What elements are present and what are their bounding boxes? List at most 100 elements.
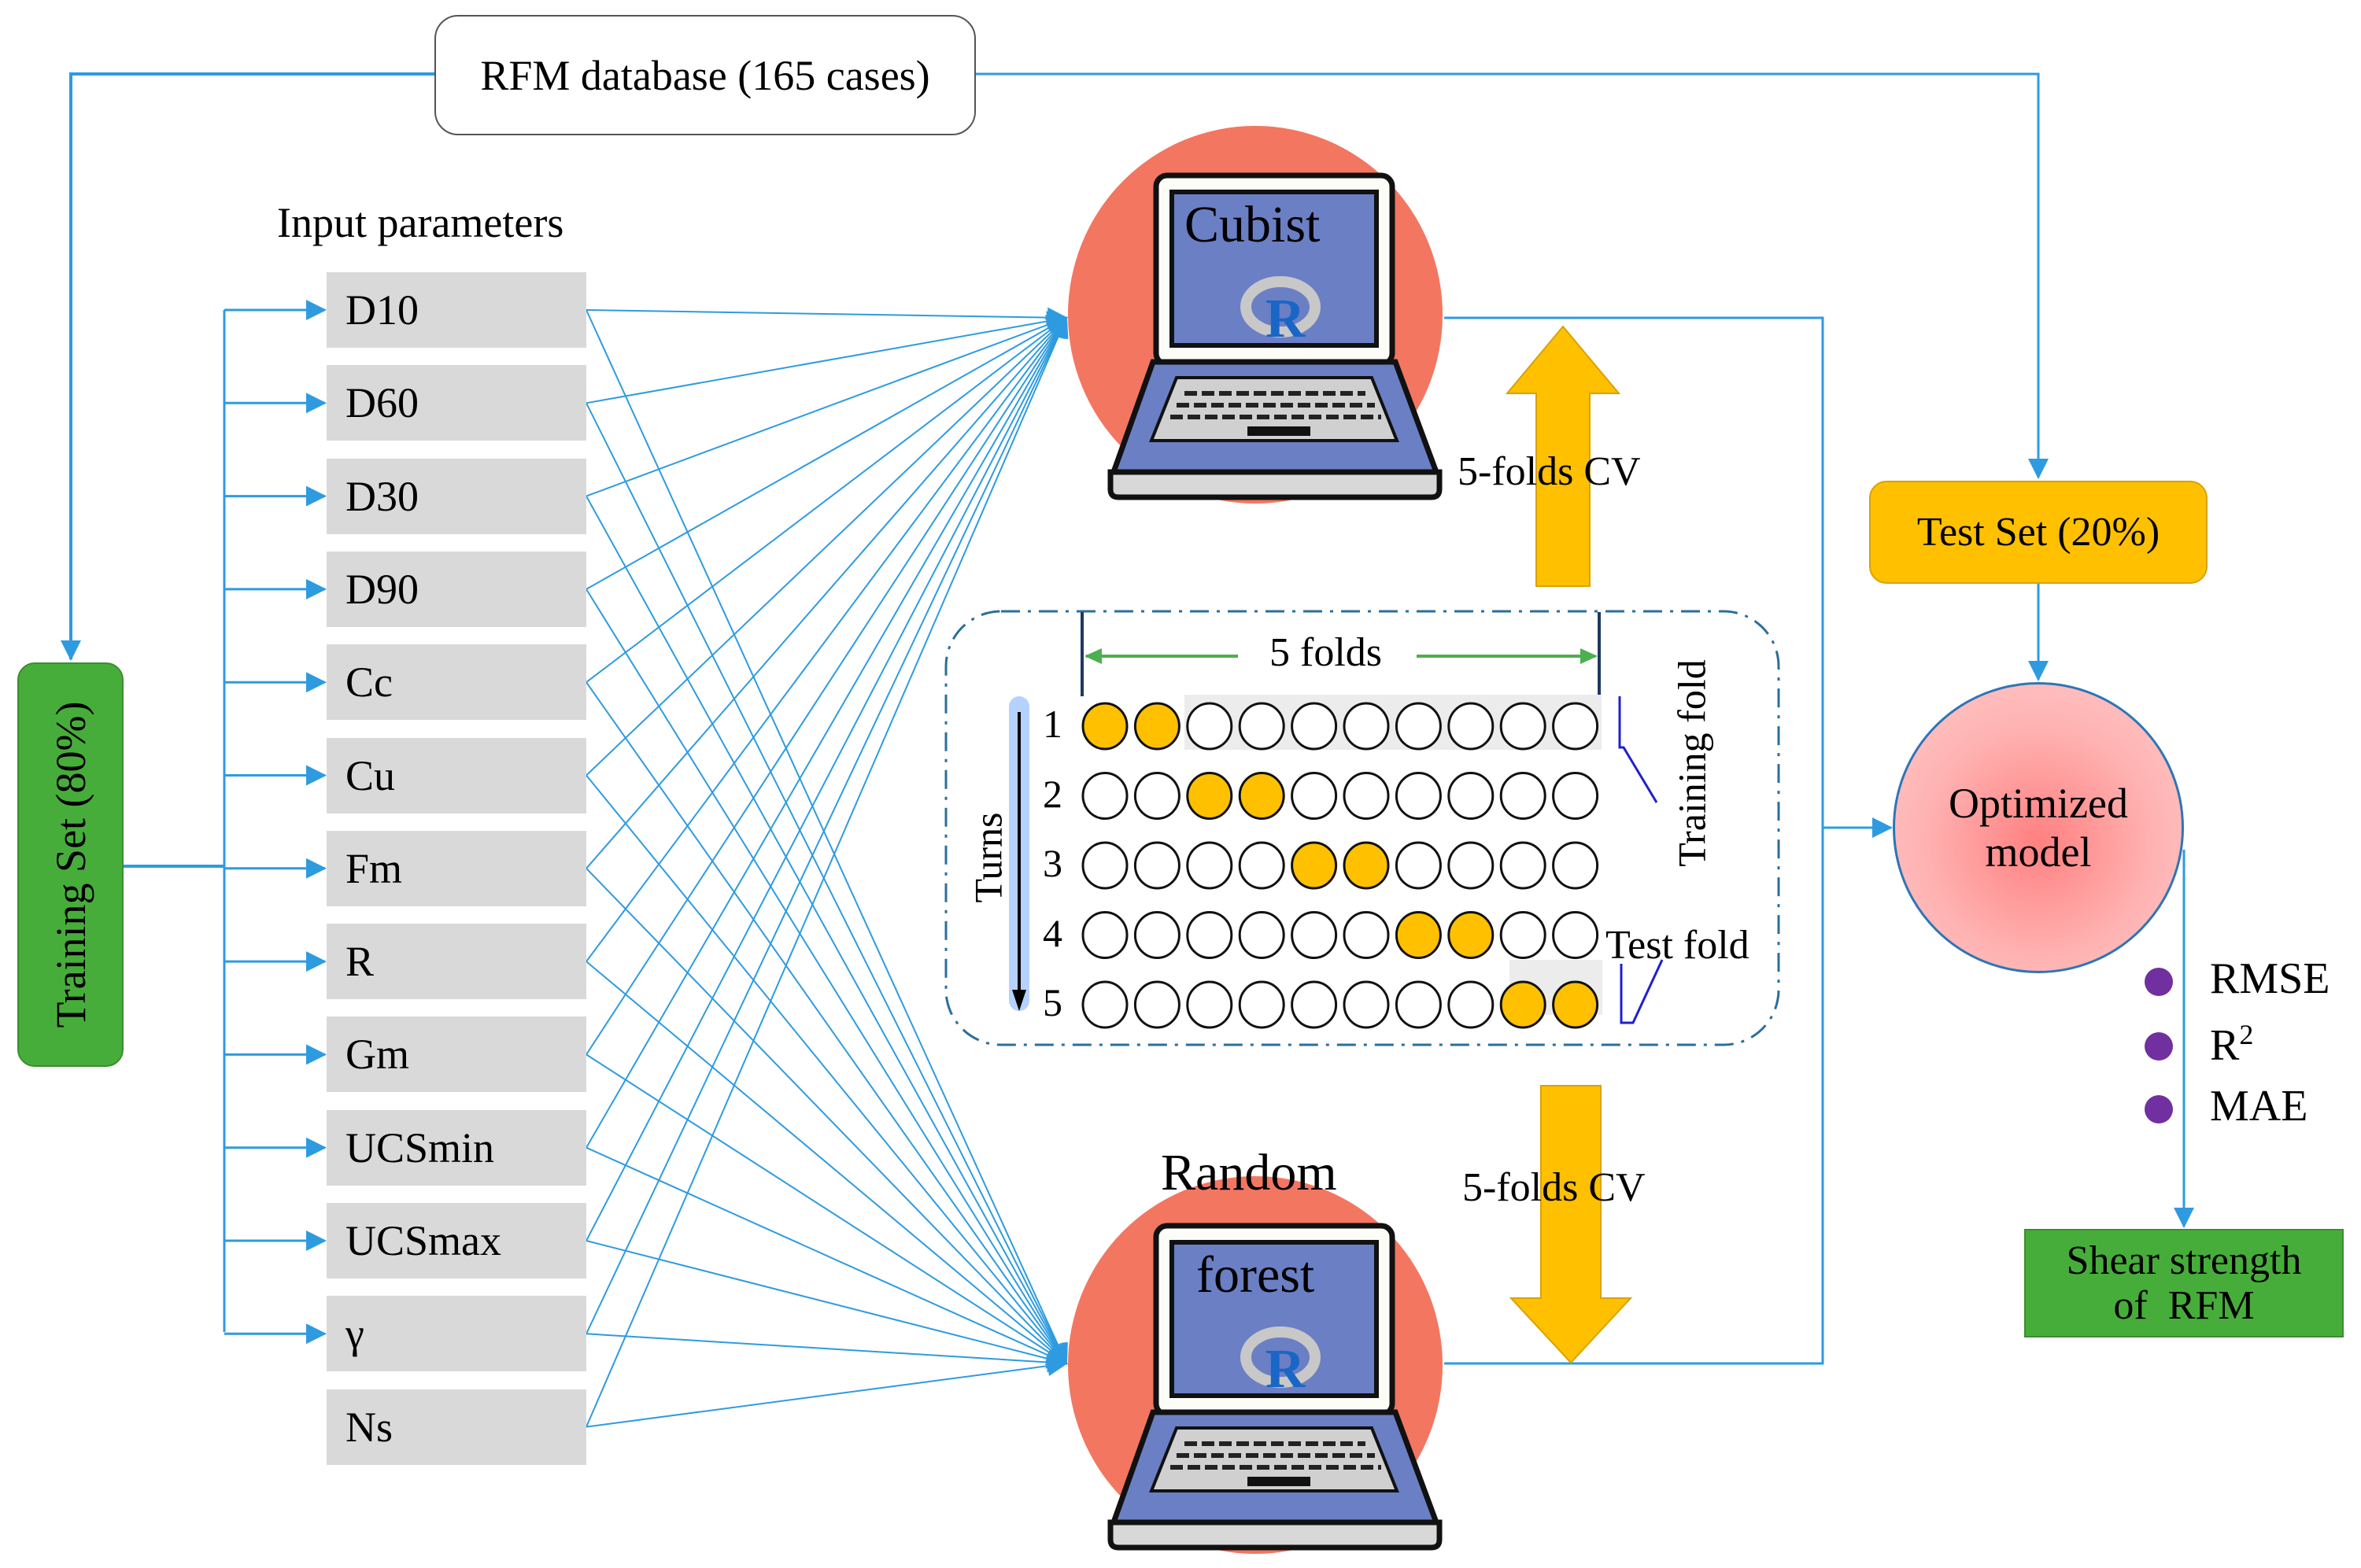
metric-bullet-icon <box>2145 1032 2173 1061</box>
input-parameter-5: Cu <box>327 737 586 814</box>
test-set-label: Test Set (20%) <box>1916 510 2160 555</box>
input-parameter-label: γ <box>345 1310 364 1358</box>
input-parameter-label: UCSmax <box>345 1217 502 1264</box>
param-to-cubist-line <box>586 316 1068 1055</box>
input-parameter-label: Cu <box>345 751 396 799</box>
cv-down-label: 5-folds CV <box>1462 1165 1646 1210</box>
test-fold-circle <box>1552 980 1599 1029</box>
param-to-rf-line <box>586 774 1068 1365</box>
param-to-rf-line <box>586 1356 1068 1428</box>
input-parameter-label: D60 <box>345 379 419 427</box>
training-fold-circle <box>1238 702 1285 751</box>
training-fold-circle <box>1552 702 1599 751</box>
training-fold-circle <box>1291 772 1338 820</box>
test-fold-circle <box>1238 772 1285 820</box>
training-fold-label-wrap: Training fold <box>1574 659 1810 866</box>
input-parameter-label: R <box>345 938 375 986</box>
training-fold-circle <box>1395 772 1442 820</box>
bracket-arrows <box>224 300 327 1345</box>
input-parameter-4: Cc <box>327 644 586 721</box>
training-fold-circle <box>1186 702 1233 751</box>
optimized-model-line1: Optimized <box>1949 779 2128 827</box>
param-to-cubist-line <box>586 316 1069 1427</box>
training-fold-circle <box>1499 911 1546 959</box>
training-fold-circle <box>1186 841 1233 890</box>
metric-label: R2 <box>2210 1019 2254 1070</box>
training-fold-circle <box>1133 841 1180 890</box>
training-fold-callout <box>1618 696 1658 803</box>
param-to-rf-line <box>586 868 1068 1365</box>
training-fold-circle <box>1552 841 1599 890</box>
training-fold-circle <box>1081 911 1129 959</box>
db-to-test-connector <box>976 72 2049 479</box>
training-fold-circle <box>1395 702 1442 751</box>
optimized-model-node: Optimized model <box>1893 682 2184 973</box>
param-to-cubist-line <box>586 316 1067 1241</box>
param-to-rf-line <box>586 588 1068 1365</box>
turn-number: 2 <box>1043 771 1062 816</box>
training-fold-label: Training fold <box>1669 659 1714 867</box>
training-fold-circle <box>1238 911 1285 959</box>
metric-bullet-icon <box>2145 1095 2173 1123</box>
param-to-cubist-line <box>586 316 1068 1334</box>
test-fold-circle <box>1133 702 1180 751</box>
folds-arrowhead-left <box>1084 648 1102 664</box>
training-fold-circle <box>1343 702 1390 751</box>
training-fold-circle <box>1552 772 1599 820</box>
test-fold-circle <box>1343 841 1390 890</box>
cubist-to-optimized-connector <box>1444 316 1824 1365</box>
metric-superscript: 2 <box>2239 1019 2254 1050</box>
turns-arrowhead <box>1012 990 1026 1011</box>
param-to-rf-line <box>586 496 1067 1365</box>
folds-arrowhead-right <box>1580 648 1598 664</box>
input-parameter-11: γ <box>327 1296 586 1372</box>
cv-down-arrow <box>1509 1085 1633 1364</box>
param-to-cubist-line <box>586 316 1068 962</box>
random-forest-label-line1: Random <box>1161 1144 1337 1201</box>
svg-text:R: R <box>1265 1339 1306 1400</box>
training-fold-circle <box>1343 772 1390 820</box>
database-box: RFM database (165 cases) <box>434 15 976 135</box>
input-parameter-label: Cc <box>345 659 393 707</box>
cv-up-label: 5-folds CV <box>1458 449 1641 494</box>
param-to-cubist-line <box>586 311 1068 404</box>
param-to-rf-line <box>586 402 1067 1365</box>
param-to-cubist-line <box>586 317 1068 590</box>
turn-number: 4 <box>1043 910 1062 955</box>
input-parameter-label: Ns <box>345 1403 394 1451</box>
training-fold-circle <box>1081 772 1129 820</box>
turn-number: 5 <box>1043 980 1062 1024</box>
training-fold-circle <box>1447 702 1495 751</box>
training-set-label: Training Set (80%) <box>46 701 94 1028</box>
param-to-rf-line <box>586 1240 1068 1369</box>
training-fold-circle <box>1447 841 1495 890</box>
fold-circles <box>1081 702 1599 1029</box>
training-fold-circle <box>1552 911 1599 959</box>
input-parameter-8: Gm <box>327 1016 586 1093</box>
test-fold-circle <box>1447 911 1495 959</box>
metric-bullet-icon <box>2145 968 2173 996</box>
training-fold-circle <box>1499 841 1546 890</box>
training-fold-circle <box>1291 980 1338 1029</box>
training-fold-circle <box>1499 772 1546 820</box>
training-set-box: Training Set (80%) <box>17 662 124 1067</box>
param-to-rf-line <box>586 961 1068 1365</box>
input-parameter-12: Ns <box>327 1389 586 1465</box>
training-fold-circle <box>1447 772 1495 820</box>
training-fold-circle <box>1186 911 1233 959</box>
training-fold-circle <box>1447 980 1495 1029</box>
input-parameter-6: Fm <box>327 830 586 906</box>
random-forest-laptop-icon: R <box>1068 1176 1443 1554</box>
turn-number: 3 <box>1043 841 1062 885</box>
folds-label: 5 folds <box>1263 629 1388 676</box>
param-to-rf-line <box>586 1146 1068 1366</box>
param-to-cubist-line <box>586 316 1068 869</box>
param-to-cubist-line <box>586 315 1068 497</box>
training-fold-circle <box>1395 841 1442 890</box>
training-fold-circle <box>1343 911 1390 959</box>
training-fold-circle <box>1395 980 1442 1029</box>
input-parameter-label: Fm <box>345 844 403 892</box>
param-to-cubist-line <box>586 316 1068 777</box>
